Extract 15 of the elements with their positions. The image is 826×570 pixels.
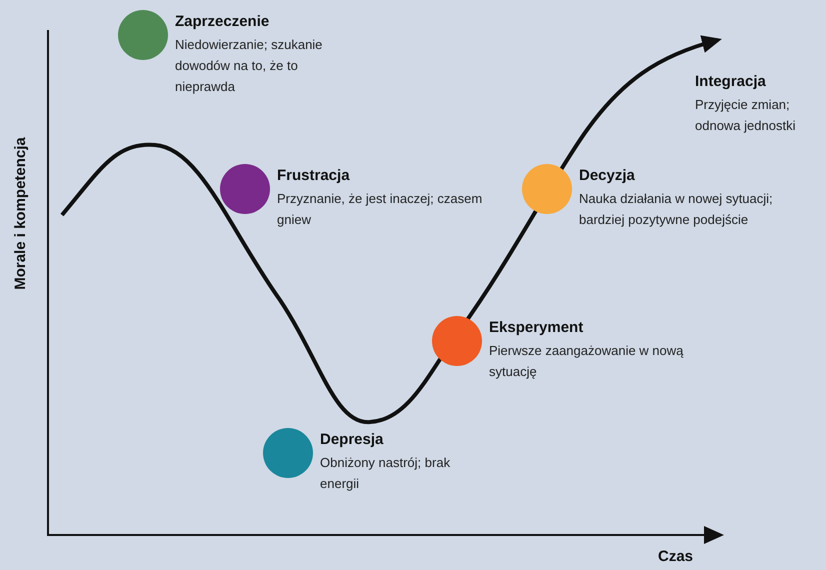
stage-heading: Zaprzeczenie xyxy=(175,12,270,32)
stage-description: Przyjęcie zmian; odnowa jednostki xyxy=(695,96,796,135)
x-axis-title: Czas xyxy=(658,548,694,565)
stage-heading: Frustracja xyxy=(277,166,350,186)
change-curve-arrow xyxy=(60,36,722,424)
stage-description: Nauka działania w nowej sytuacji; bardziej pozytywne podejście xyxy=(579,190,774,229)
stage-description: Przyznanie, że jest inaczej; czasem gniew xyxy=(277,190,484,229)
stage-heading: Integracja xyxy=(695,72,766,92)
stage-description: Pierwsze zaangażowanie w nową sytuację xyxy=(489,342,684,381)
stage-heading: Eksperyment xyxy=(489,318,584,338)
stage-description: Niedowierzanie; szukanie dowodów na to, że to nieprawda xyxy=(175,36,324,96)
y-axis-title: Morale i kompetencja xyxy=(12,137,29,290)
stage-heading: Depresja xyxy=(320,430,384,450)
stage-description: Obniżony nastrój; brak energii xyxy=(320,454,452,493)
stage-heading: Decyzja xyxy=(579,166,635,186)
